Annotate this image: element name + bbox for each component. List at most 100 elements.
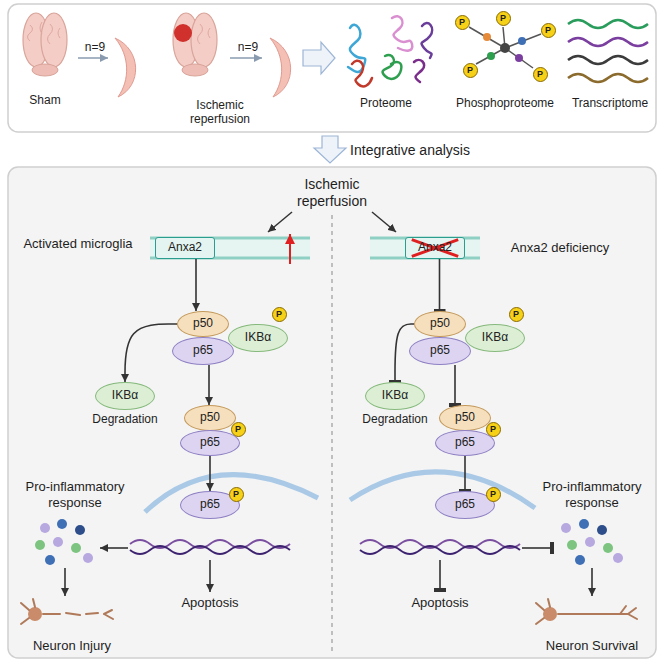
cell-state: Anxa2 deficiency xyxy=(495,240,625,256)
ikba-protein: IKBα xyxy=(228,324,288,352)
inhibition-connector xyxy=(439,259,441,311)
p50-protein: p50 xyxy=(439,405,491,431)
p65-protein: p65 xyxy=(435,430,495,456)
ikba-protein: IKBα xyxy=(95,382,155,410)
node-text: p50 xyxy=(200,411,220,425)
node-text: p65 xyxy=(200,498,220,512)
node-text: P xyxy=(276,309,282,319)
phosphoproteome-icon xyxy=(469,27,541,68)
phospho-badge: P xyxy=(463,63,478,78)
healthy-neuron xyxy=(558,606,637,619)
pathway-arrows xyxy=(64,568,66,596)
panel-frames xyxy=(331,215,332,652)
proteome-icons xyxy=(352,61,372,87)
node-text: p65 xyxy=(193,344,213,358)
panel-frames xyxy=(8,167,656,658)
phosphoproteome-icon xyxy=(505,34,541,48)
panel-frames xyxy=(8,4,656,132)
node-text: P xyxy=(490,424,496,434)
node-text: P xyxy=(513,309,519,319)
stimulus-arrows xyxy=(268,212,292,232)
sample-arrows xyxy=(78,58,262,59)
cell-membranes xyxy=(150,238,480,258)
proteome-icons xyxy=(392,16,412,50)
deficiency-cross xyxy=(412,240,458,257)
sham-brain xyxy=(41,13,67,67)
tissue-slices xyxy=(115,38,136,97)
activation-connector xyxy=(125,324,177,382)
pathway-arrows xyxy=(439,560,441,590)
node-text: P xyxy=(490,489,496,499)
pathway-arrows xyxy=(209,560,211,592)
node-text: p65 xyxy=(455,498,475,512)
upregulation-arrow xyxy=(290,234,291,264)
pathway-arrows xyxy=(65,548,592,596)
p65-protein: p65 xyxy=(409,337,471,365)
outcome-name: Apoptosis xyxy=(170,595,250,611)
injured-neuron xyxy=(21,599,113,624)
omics-name: Phosphoproteome xyxy=(445,96,565,110)
cell-membranes xyxy=(150,238,310,258)
inhibition-connector xyxy=(464,456,466,491)
proteome-icons xyxy=(348,16,432,86)
node-text: IKBα xyxy=(112,389,138,403)
stimulus-arrows xyxy=(372,212,396,232)
injured-neuron xyxy=(28,607,42,621)
cytokines xyxy=(75,525,85,535)
cytokines xyxy=(35,540,45,550)
node-text: P xyxy=(235,424,241,434)
phosphoproteome-icon xyxy=(515,54,523,62)
process-name: Degradation xyxy=(80,412,170,426)
node-text: p50 xyxy=(455,411,475,425)
hollow-arrows xyxy=(303,42,346,163)
transcriptome-icon xyxy=(568,74,648,82)
healthy-neuron xyxy=(536,599,550,624)
hollow-arrows xyxy=(303,42,335,74)
response-name: Pro-inflammatory response xyxy=(19,479,131,510)
cytokines xyxy=(575,555,585,565)
phospho-badge: P xyxy=(533,67,548,82)
p50-protein: p50 xyxy=(414,311,466,337)
node-text: p65 xyxy=(200,436,220,450)
phospho-badge: P xyxy=(509,307,524,322)
cell-membranes xyxy=(370,238,480,258)
node-text: Anxa2 xyxy=(168,241,202,255)
transcriptome-icon xyxy=(568,20,648,82)
cytokines xyxy=(561,523,571,533)
omics-name: Transcriptome xyxy=(565,96,655,110)
dna-strands xyxy=(130,540,520,554)
node-text: IKBα xyxy=(382,389,408,403)
p50-protein: p50 xyxy=(184,405,236,431)
cytokines xyxy=(45,555,55,565)
node-text: p65 xyxy=(455,436,475,450)
proteome-icons xyxy=(383,55,402,79)
cytokines xyxy=(40,523,50,533)
process-name: Degradation xyxy=(350,412,440,426)
proteome-icons xyxy=(422,23,433,58)
node-text: p50 xyxy=(193,317,213,331)
cytokines xyxy=(567,540,577,550)
phosphoproteome-icon xyxy=(505,48,533,68)
phospho-badge: P xyxy=(455,15,470,30)
hollow-arrows xyxy=(314,136,346,163)
phospho-badge: P xyxy=(231,422,246,437)
sample-arrows xyxy=(78,57,108,59)
ischemic-brain xyxy=(198,24,211,44)
cytokines xyxy=(53,537,63,547)
pathway-arrows xyxy=(100,547,128,549)
node-text: Anxa2 xyxy=(418,241,452,255)
phosphoproteome-icon xyxy=(487,52,495,60)
phosphoproteome-icon xyxy=(469,27,505,48)
phosphoproteome-icon xyxy=(483,33,491,41)
phospho-badge: P xyxy=(486,422,501,437)
stimulus-arrows xyxy=(268,212,396,232)
node-text: IKBα xyxy=(482,331,508,345)
sham-brain xyxy=(32,64,58,76)
outcome-name: Apoptosis xyxy=(400,595,480,611)
activation-connector xyxy=(208,365,210,405)
cytokines xyxy=(597,525,607,535)
injured-neuron xyxy=(21,599,35,624)
ischemic-brain xyxy=(173,13,217,76)
